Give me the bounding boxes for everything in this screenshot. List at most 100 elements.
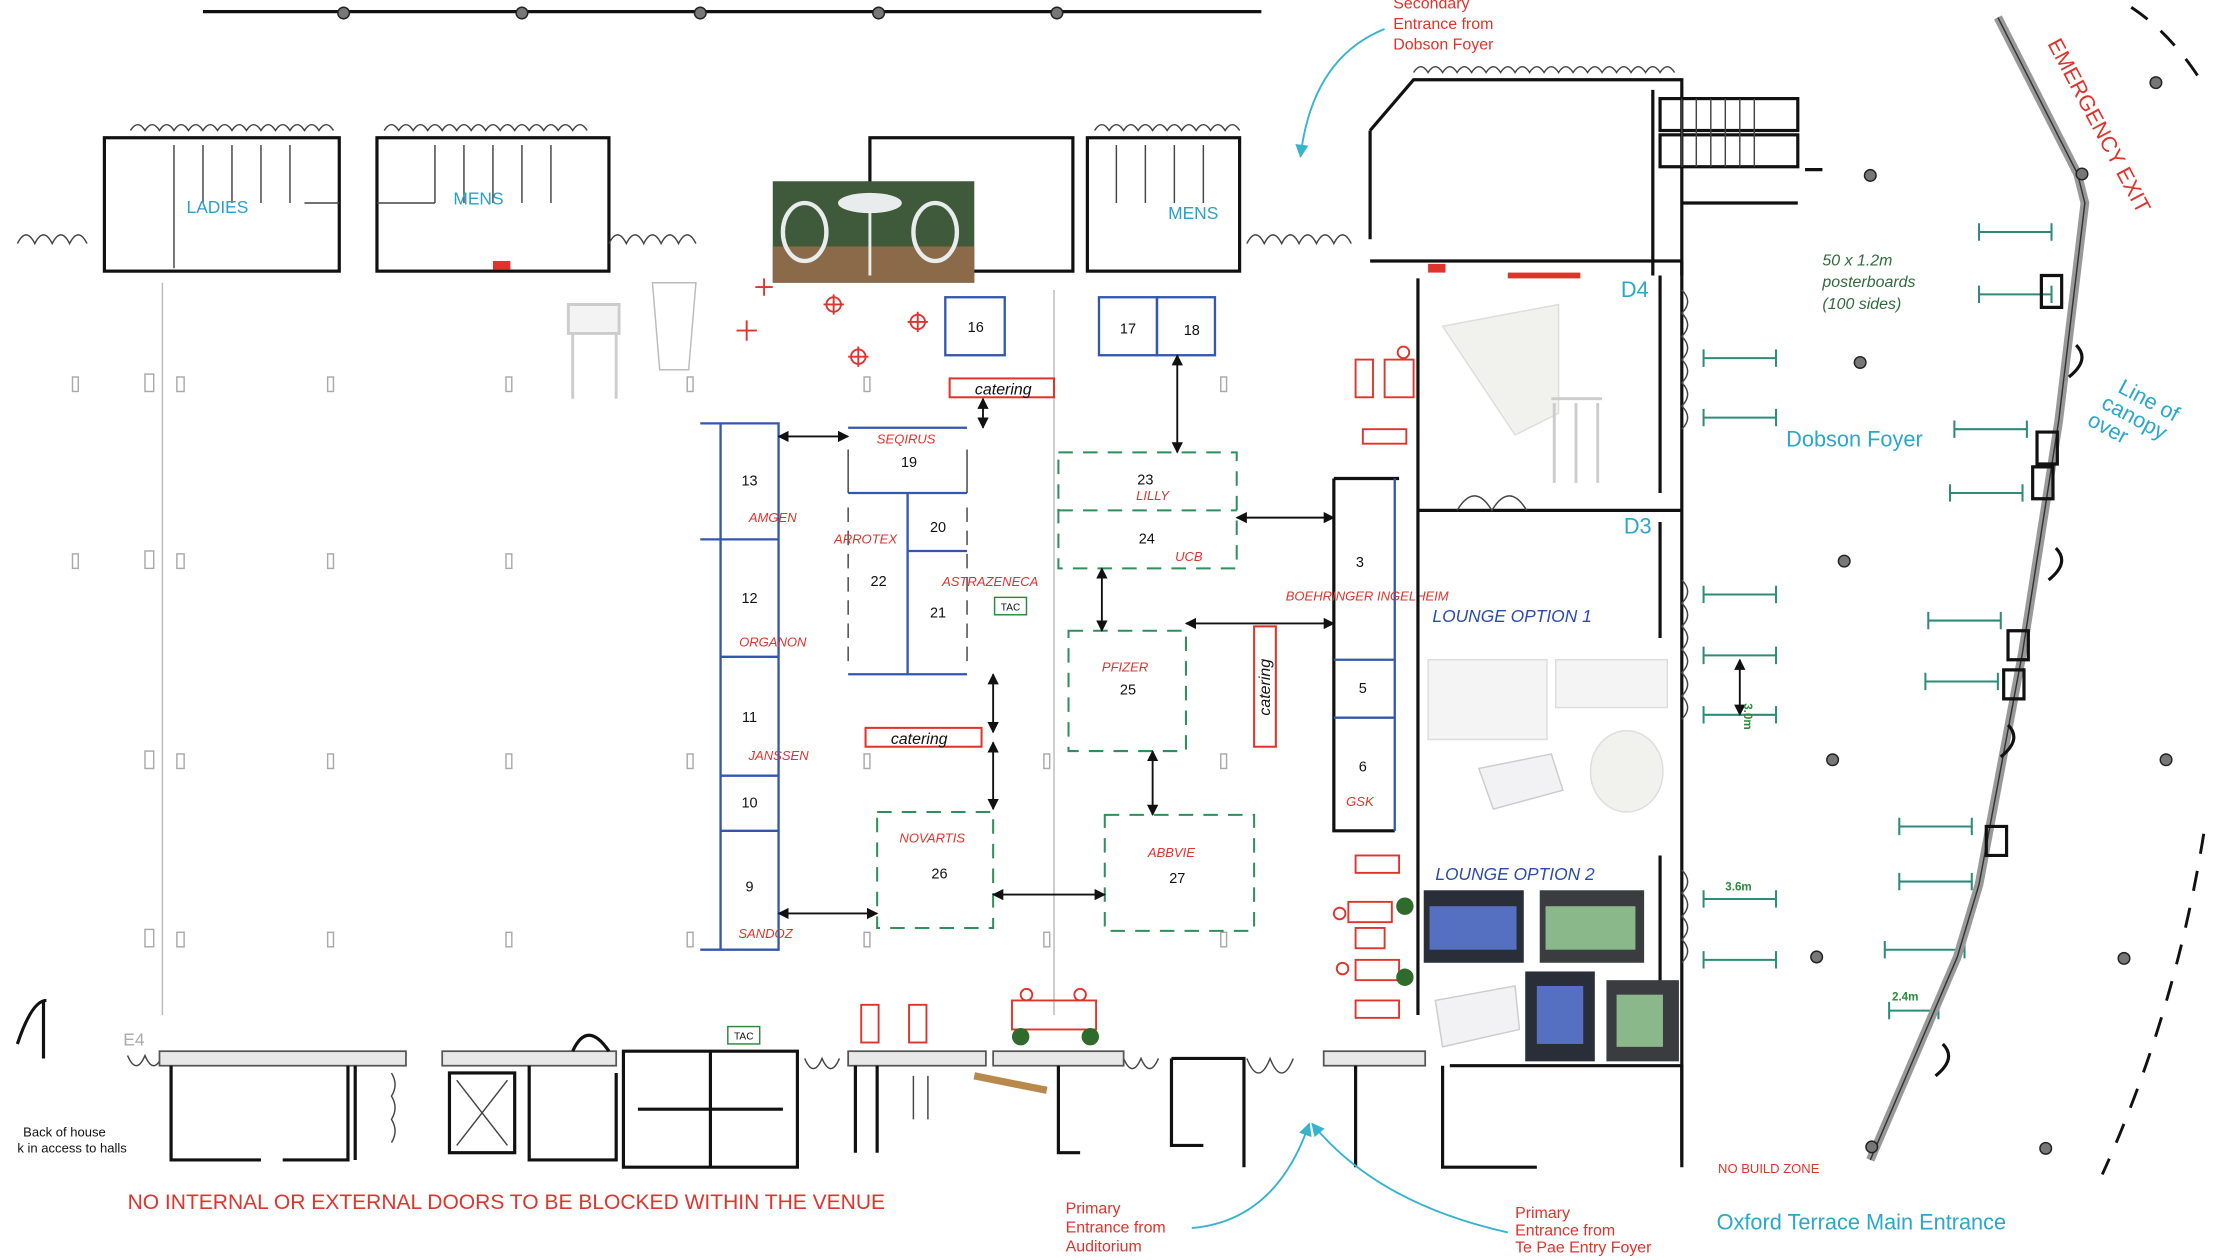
dimension-label: 3.6m bbox=[1725, 881, 1751, 893]
top-wall bbox=[202, 6, 1262, 20]
sponsor-label: AMGEN bbox=[748, 510, 797, 525]
booth-number: 12 bbox=[742, 591, 758, 607]
booth-23-24[interactable]: 23 LILLY 24 UCB bbox=[1057, 451, 1238, 570]
posterboards-note: (100 sides) bbox=[1822, 296, 1901, 313]
note-line: Primary bbox=[1066, 1201, 1121, 1218]
booth-number: 27 bbox=[1169, 871, 1185, 887]
note-line: Entrance from bbox=[1066, 1219, 1166, 1236]
booth-number: 13 bbox=[742, 474, 758, 490]
sponsor-label: ASTRAZENECA bbox=[941, 574, 1038, 589]
secondary-entrance-note: Secondary Entrance from Dobson Foyer bbox=[1295, 0, 1494, 158]
sponsor-label: LILLY bbox=[1136, 488, 1170, 503]
booth-number: 19 bbox=[901, 455, 917, 471]
room-label-mens: MENS bbox=[453, 188, 503, 208]
note-line: Secondary bbox=[1393, 0, 1469, 13]
tac-label: TAC bbox=[1001, 602, 1020, 613]
booth-block-20-22 bbox=[847, 492, 968, 676]
booth-20[interactable]: 20 bbox=[930, 520, 946, 536]
booth-22[interactable]: 22 ARROTEX bbox=[833, 532, 898, 590]
tac-label: TAC bbox=[734, 1032, 753, 1043]
primary-entrance-tepae-note: Primary Entrance from Te Pae Entry Foyer bbox=[1311, 1122, 1652, 1257]
note-line: Primary bbox=[1515, 1205, 1570, 1222]
note-line: Auditorium bbox=[1066, 1238, 1142, 1255]
catering-top[interactable]: catering bbox=[948, 377, 1056, 398]
booth-19[interactable]: SEQIRUS 19 bbox=[847, 426, 968, 495]
posterboards-note: 50 x 1.2m bbox=[1822, 252, 1892, 269]
booth-number: 16 bbox=[968, 320, 984, 336]
sponsor-label: ORGANON bbox=[739, 635, 807, 650]
door-label-d4: D4 bbox=[1621, 277, 1649, 302]
posterboards bbox=[1702, 223, 2053, 1020]
booth-number: 24 bbox=[1139, 532, 1155, 548]
booth-5[interactable]: 5 bbox=[1359, 681, 1367, 697]
booth-number: 11 bbox=[742, 710, 757, 726]
dimension-label: 3.0m bbox=[1741, 703, 1753, 729]
canopy-note: Line of canopy over bbox=[2084, 374, 2185, 449]
booth-number: 18 bbox=[1184, 323, 1200, 339]
emergency-exit-label: EMERGENCY EXIT bbox=[2043, 34, 2156, 217]
booth-21[interactable]: 21 ASTRAZENECA bbox=[930, 574, 1038, 622]
note-line: Te Pae Entry Foyer bbox=[1515, 1240, 1652, 1257]
booth-16[interactable]: 16 bbox=[944, 296, 1006, 357]
curved-facade bbox=[1866, 6, 2208, 1176]
primary-entrance-auditorium-note: Primary Entrance from Auditorium bbox=[1066, 1122, 1312, 1255]
catering-label: catering bbox=[975, 381, 1032, 398]
room-label-mens: MENS bbox=[1168, 203, 1218, 223]
catering-label: catering bbox=[1257, 659, 1274, 716]
foyer-walls: D4 D3 bbox=[1416, 260, 1689, 1160]
bottom-wall: E4 Back of house k in access to halls bbox=[15, 998, 1684, 1169]
doors-warning-note: NO INTERNAL OR EXTERNAL DOORS TO BE BLOC… bbox=[128, 1191, 885, 1214]
catering-label: catering bbox=[891, 731, 948, 748]
note-line: Dobson Foyer bbox=[1393, 36, 1494, 53]
booth-number: 26 bbox=[931, 867, 947, 883]
sponsor-label: PFIZER bbox=[1102, 659, 1149, 674]
lounge-option-2-photos bbox=[1423, 890, 1679, 1062]
booth-number: 10 bbox=[742, 796, 758, 812]
columns bbox=[1810, 76, 2173, 1155]
clearance-arrows bbox=[777, 354, 1335, 920]
sponsor-label: SEQIRUS bbox=[877, 432, 936, 447]
booth-18[interactable]: 18 bbox=[1155, 296, 1217, 357]
booth-number: 9 bbox=[746, 880, 754, 896]
posterboards-note: posterboards bbox=[1821, 274, 1915, 291]
catering-right[interactable]: catering bbox=[1253, 625, 1277, 748]
booth-26[interactable]: NOVARTIS 26 bbox=[876, 810, 995, 929]
sponsor-label: GSK bbox=[1346, 794, 1375, 809]
furniture-photo-bar-stools bbox=[566, 282, 697, 399]
booth-number: 23 bbox=[1137, 472, 1153, 488]
booth-number: 5 bbox=[1359, 681, 1367, 697]
booth-column-right bbox=[1332, 476, 1400, 833]
booth-number: 22 bbox=[871, 574, 887, 590]
door-label-d3: D3 bbox=[1624, 514, 1652, 539]
sponsor-label: NOVARTIS bbox=[899, 830, 965, 845]
sponsor-label: JANSSEN bbox=[748, 748, 810, 763]
sponsor-label: BOEHRINGER INGELHEIM bbox=[1286, 588, 1449, 603]
catering-middle[interactable]: catering bbox=[864, 726, 983, 748]
booth-10[interactable]: 10 bbox=[742, 796, 758, 812]
booth-number: 20 bbox=[930, 520, 946, 536]
furniture-photo-high-table bbox=[1441, 303, 1603, 483]
back-of-house-label: Back of house bbox=[23, 1125, 106, 1140]
booth-number: 21 bbox=[930, 606, 946, 622]
sponsor-label: SANDOZ bbox=[738, 926, 793, 941]
booth-17[interactable]: 17 bbox=[1097, 296, 1159, 357]
booth-column-left bbox=[700, 422, 780, 951]
toilet-blocks: LADIES MENS MENS bbox=[16, 123, 1446, 273]
lounge-option-1-photos bbox=[1427, 658, 1669, 813]
sponsor-label: ARROTEX bbox=[833, 532, 898, 547]
lounge-option-2-label: LOUNGE OPTION 2 bbox=[1435, 864, 1595, 884]
lounge-option-1-label: LOUNGE OPTION 1 bbox=[1432, 606, 1591, 626]
plants bbox=[1011, 897, 1414, 1046]
note-line: Entrance from bbox=[1515, 1222, 1615, 1239]
booth-number: 6 bbox=[1359, 759, 1367, 775]
dimension-label: 2.4m bbox=[1892, 991, 1918, 1003]
